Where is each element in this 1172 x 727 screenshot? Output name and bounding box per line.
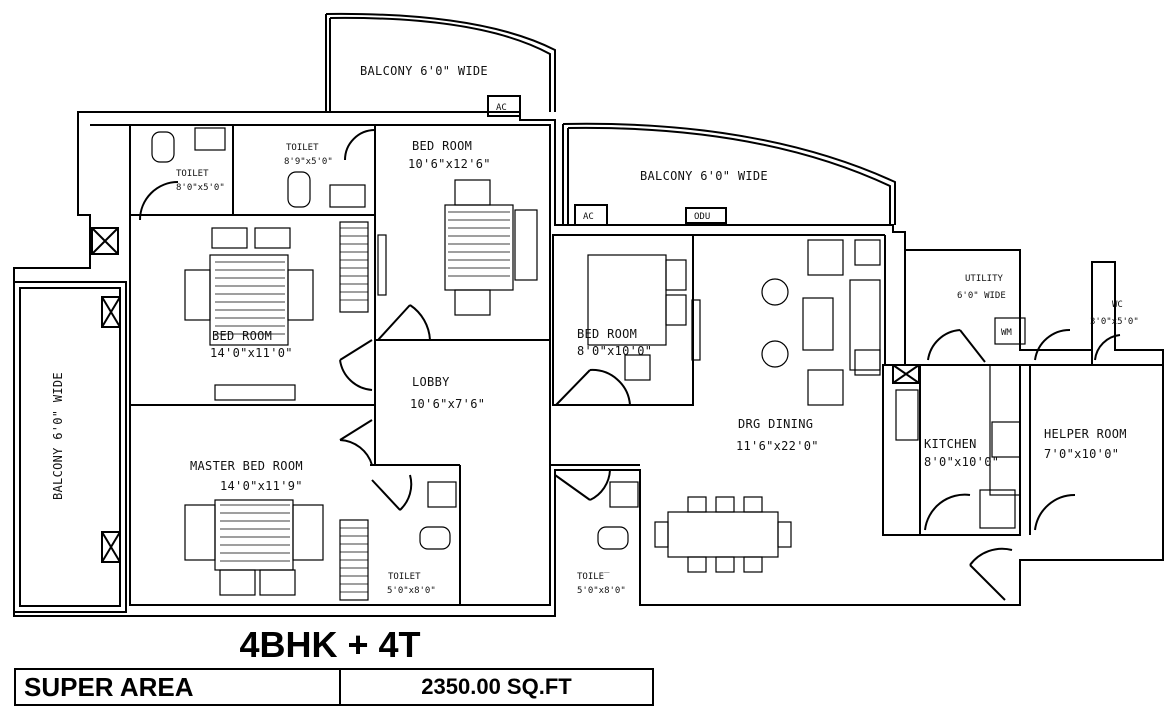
kitchen-size: 8'0"x10'0" (924, 455, 999, 469)
bedroom-top-size: 10'6"x12'6" (408, 157, 491, 171)
wc-label: WC (1112, 300, 1123, 310)
lobby-size: 10'6"x7'6" (410, 397, 485, 411)
super-area-label: SUPER AREA (16, 670, 341, 704)
balcony-left-label: BALCONY 6'0" WIDE (51, 372, 65, 500)
bedroom-top-label: BED ROOM (412, 139, 472, 153)
toilet-2-label: TOILET (286, 143, 319, 153)
toilet-1-size: 8'0"x5'0" (176, 183, 225, 193)
utility-size: 6'0" WIDE (957, 291, 1006, 301)
floor-plan: BALCONY 6'0" WIDE BALCONY 6'0" WIDE BALC… (13, 12, 1164, 617)
odu-tag: ODU (694, 212, 710, 222)
lobby-label: LOBBY (412, 375, 450, 389)
balcony-mid-wall (562, 122, 896, 225)
master-bed-label: MASTER BED ROOM (190, 459, 303, 473)
configuration-title: 4BHK + 4T (239, 624, 421, 665)
drg-dining-size: 11'6"x22'0" (736, 439, 819, 453)
balcony-top-label: BALCONY 6'0" WIDE (360, 64, 488, 78)
ac-tag-top: AC (496, 103, 507, 113)
toilet-1-label: TOILET (176, 169, 209, 179)
toilet-4-size: 5'0"x8'0" (577, 586, 626, 596)
drg-dining-label: DRG DINING (738, 417, 813, 431)
balcony-mid-label: BALCONY 6'0" WIDE (640, 169, 768, 183)
bedroom-small-label: BED ROOM (577, 327, 637, 341)
kitchen-label: KITCHEN (924, 437, 977, 451)
bedroom-left-size: 14'0"x11'0" (210, 346, 293, 360)
toilet-3-size: 5'0"x8'0" (387, 586, 436, 596)
balcony-left-wall (13, 281, 127, 613)
balcony-top-wall (325, 12, 556, 112)
wc-size: 3'0"x5'0" (1090, 317, 1139, 327)
helper-room-size: 7'0"x10'0" (1044, 447, 1119, 461)
ac-tag-mid: AC (583, 212, 594, 222)
toilet-3-label: TOILET (388, 572, 421, 582)
wm-tag: WM (1001, 328, 1012, 338)
super-area-value: 2350.00 SQ.FT (421, 674, 572, 699)
toilet-4-label: TOILE‾ (577, 572, 610, 582)
master-bed-size: 14'0"x11'9" (220, 479, 303, 493)
helper-room-label: HELPER ROOM (1044, 427, 1127, 441)
bedroom-left-label: BED ROOM (212, 329, 272, 343)
utility-label: UTILITY (965, 274, 1004, 284)
bedroom-small-size: 8'0"x10'0" (577, 344, 652, 358)
super-area-table: SUPER AREA 2350.00 SQ.FT (14, 668, 654, 706)
toilet-2-size: 8'9"x5'0" (284, 157, 333, 167)
